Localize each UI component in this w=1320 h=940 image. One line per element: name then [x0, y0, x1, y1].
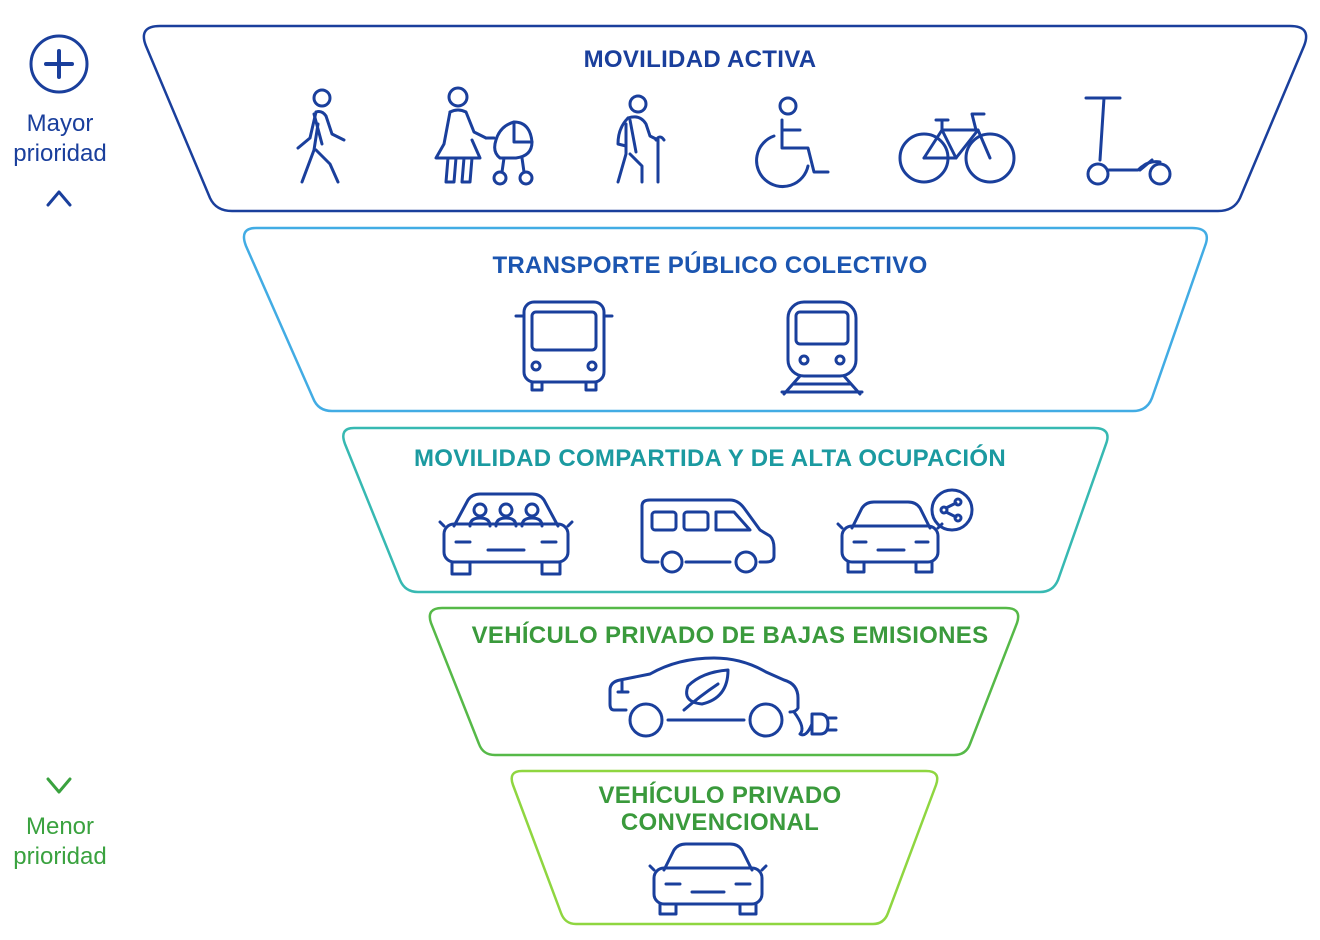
tier-1-shape — [142, 24, 1308, 213]
tier-4-shape — [428, 606, 1020, 757]
wheelchair-icon — [752, 96, 840, 188]
tier-5-title-line2: CONVENCIONAL — [620, 809, 820, 836]
carpool-icon — [438, 492, 574, 578]
scooter-icon — [1080, 94, 1174, 186]
pedestrian-icon — [288, 88, 352, 188]
electric-car-icon — [606, 652, 842, 742]
shared-car-icon — [836, 486, 978, 576]
higher-priority-label: Mayor prioridad — [0, 109, 120, 169]
plus-circle-icon — [29, 34, 89, 94]
tier-4-title: VEHÍCULO PRIVADO DE BAJAS EMISIONES — [471, 622, 989, 649]
train-icon — [780, 300, 864, 398]
lower-priority-line2: prioridad — [13, 843, 107, 870]
priority-arrow — [46, 190, 72, 794]
bus-icon — [514, 300, 614, 392]
tier-3-title: MOVILIDAD COMPARTIDA Y DE ALTA OCUPACIÓN — [414, 445, 1006, 472]
tier-1-title: MOVILIDAD ACTIVA — [583, 46, 817, 73]
lower-priority-line1: Menor — [25, 813, 95, 840]
elderly-person-icon — [600, 94, 670, 186]
tier-5-title-line1: VEHÍCULO PRIVADO — [598, 782, 842, 809]
tier-2-shape — [242, 226, 1209, 413]
tier-5-title: VEHÍCULO PRIVADO CONVENCIONAL — [510, 782, 930, 836]
bicycle-icon — [898, 108, 1016, 186]
tier-5-shape — [510, 769, 939, 926]
lower-priority-label: Menor prioridad — [0, 812, 120, 872]
stroller-icon — [434, 86, 538, 190]
tier-3-shape — [342, 426, 1109, 594]
car-icon — [648, 842, 768, 918]
tier-2-title: TRANSPORTE PÚBLICO COLECTIVO — [492, 252, 928, 279]
higher-priority-line2: prioridad — [13, 140, 107, 167]
higher-priority-line1: Mayor — [26, 110, 94, 137]
van-icon — [638, 498, 778, 574]
